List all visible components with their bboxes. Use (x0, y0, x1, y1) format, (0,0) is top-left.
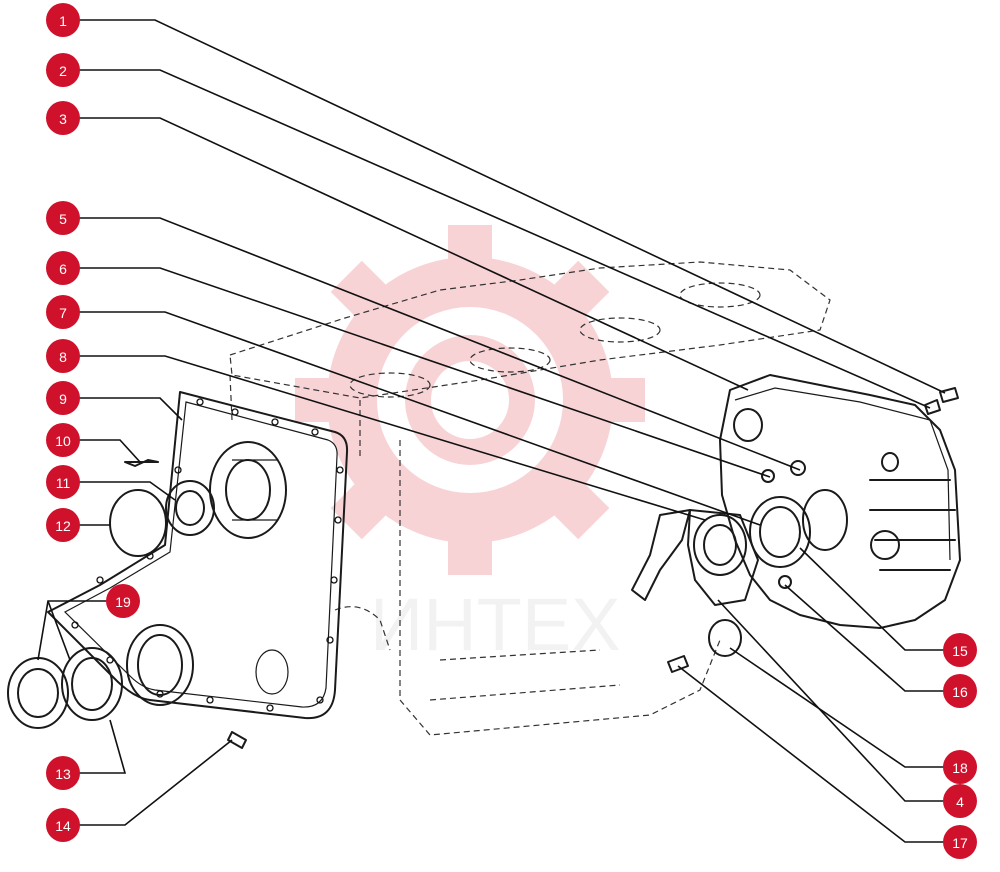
callout-4-badge: 4 (943, 784, 977, 818)
callout-11-label: 11 (56, 475, 71, 491)
callout-14-circle (46, 808, 80, 842)
callout-1-circle (46, 3, 80, 37)
callout-3-circle (46, 101, 80, 135)
callout-18-circle (943, 750, 977, 784)
callout-10-badge: 10 (46, 423, 80, 457)
engine-block-outline (229, 261, 831, 736)
callout-7-label: 7 (59, 305, 67, 321)
callout-5-badge: 5 (46, 201, 80, 235)
callout-16-circle (943, 674, 977, 708)
callout-12-badge: 12 (46, 508, 80, 542)
callout-11-circle (46, 465, 80, 499)
callout-7-circle (46, 295, 80, 329)
callout-5-circle (46, 201, 80, 235)
callout-2-badge: 2 (46, 53, 80, 87)
callout-14-badge: 14 (46, 808, 80, 842)
callout-12-circle (46, 508, 80, 542)
callout-1-badge: 1 (46, 3, 80, 37)
callout-18-label: 18 (952, 760, 968, 776)
callout-10-circle (46, 423, 80, 457)
callout-7-badge: 7 (46, 295, 80, 329)
callout-13-circle (46, 756, 80, 790)
callout-3-badge: 3 (46, 101, 80, 135)
callout-2-label: 2 (59, 63, 67, 79)
callout-4-label: 4 (956, 794, 964, 810)
leader-lines (37, 19, 960, 843)
timing-gear-cover (47, 391, 349, 720)
callout-17-circle (943, 825, 977, 859)
callout-17-badge: 17 (943, 825, 977, 859)
callout-13-badge: 13 (46, 756, 80, 790)
callout-17-label: 17 (952, 835, 968, 851)
callout-9-badge: 9 (46, 381, 80, 415)
callout-9-label: 9 (59, 391, 67, 407)
callout-15-badge: 15 (943, 633, 977, 667)
callout-6-badge: 6 (46, 251, 80, 285)
watermark-gear-logo: ИНТЕХ (295, 225, 645, 666)
callout-11-badge: 11 (46, 465, 80, 499)
callout-18-badge: 18 (943, 750, 977, 784)
callout-19-label: 19 (115, 594, 131, 610)
callout-1-label: 1 (59, 13, 67, 29)
callout-9-circle (46, 381, 80, 415)
callout-13-label: 13 (55, 766, 71, 782)
callout-3-label: 3 (59, 111, 67, 127)
callout-6-circle (46, 251, 80, 285)
callout-8-badge: 8 (46, 339, 80, 373)
callout-15-circle (943, 633, 977, 667)
callout-10-label: 10 (55, 433, 71, 449)
callout-8-label: 8 (59, 349, 67, 365)
callout-19-badge: 19 (106, 584, 140, 618)
callout-16-label: 16 (952, 684, 968, 700)
callout-8-circle (46, 339, 80, 373)
callout-12-label: 12 (55, 518, 71, 534)
flywheel-housing (693, 374, 961, 629)
callout-14-label: 14 (55, 818, 71, 834)
callout-15-label: 15 (952, 643, 968, 659)
callout-19-circle (106, 584, 140, 618)
callout-16-badge: 16 (943, 674, 977, 708)
callout-2-circle (46, 53, 80, 87)
callout-4-circle (943, 784, 977, 818)
watermark-text: ИНТЕХ (370, 583, 621, 666)
callout-6-label: 6 (59, 261, 67, 277)
callout-5-label: 5 (59, 211, 67, 227)
